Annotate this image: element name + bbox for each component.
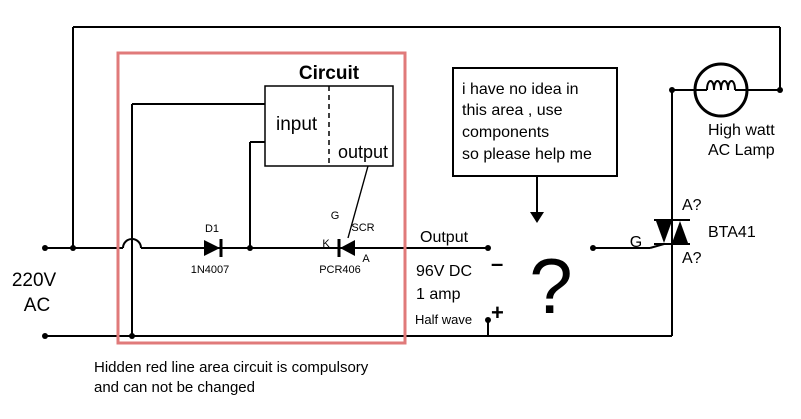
note-line-3: components xyxy=(462,124,549,141)
triac-part: BTA41 xyxy=(708,224,756,241)
diode-ref: D1 xyxy=(205,223,219,235)
output-wave: Half wave xyxy=(415,312,472,327)
output-minus: – xyxy=(491,251,503,276)
note-line-1: i have no idea in xyxy=(462,81,579,98)
triac-symbol xyxy=(649,90,690,249)
output-voltage: 96V DC xyxy=(416,263,472,280)
arrow-down-icon xyxy=(530,212,544,223)
lamp-line-2: AC Lamp xyxy=(708,142,775,159)
scr-cathode-label: K xyxy=(322,238,330,250)
scr-name: SCR xyxy=(351,222,374,234)
source-voltage: 220V xyxy=(12,270,57,291)
scr-symbol xyxy=(337,239,355,257)
diode-symbol xyxy=(204,239,223,257)
scr-gate-label: G xyxy=(331,210,340,222)
footnote-line-2: and can not be changed xyxy=(94,379,255,396)
source-type: AC xyxy=(24,295,50,316)
output-label: Output xyxy=(420,229,469,246)
triac-terminal-bottom: A? xyxy=(682,250,702,267)
lamp-line-1: High watt xyxy=(708,122,775,139)
compulsory-area-boundary xyxy=(116,51,407,345)
triac-terminal-top: A? xyxy=(682,197,702,214)
triac-gate-label: G xyxy=(630,234,642,251)
scr-part: PCR406 xyxy=(319,264,361,276)
circuit-input-label: input xyxy=(276,114,318,135)
note-line-4: so please help me xyxy=(462,146,592,163)
output-current: 1 amp xyxy=(416,286,461,303)
help-note-box xyxy=(452,67,618,177)
footnote-line-1: Hidden red line area circuit is compulso… xyxy=(94,359,369,376)
diode-part: 1N4007 xyxy=(191,264,230,276)
wiring xyxy=(45,26,781,337)
unknown-circuit-symbol: ? xyxy=(529,242,572,330)
scr-anode-label: A xyxy=(362,253,370,265)
output-plus: + xyxy=(491,300,504,325)
circuit-output-label: output xyxy=(338,142,388,162)
note-line-2: this area , use xyxy=(462,102,563,119)
circuit-title: Circuit xyxy=(299,63,360,84)
lamp-icon xyxy=(672,62,780,118)
